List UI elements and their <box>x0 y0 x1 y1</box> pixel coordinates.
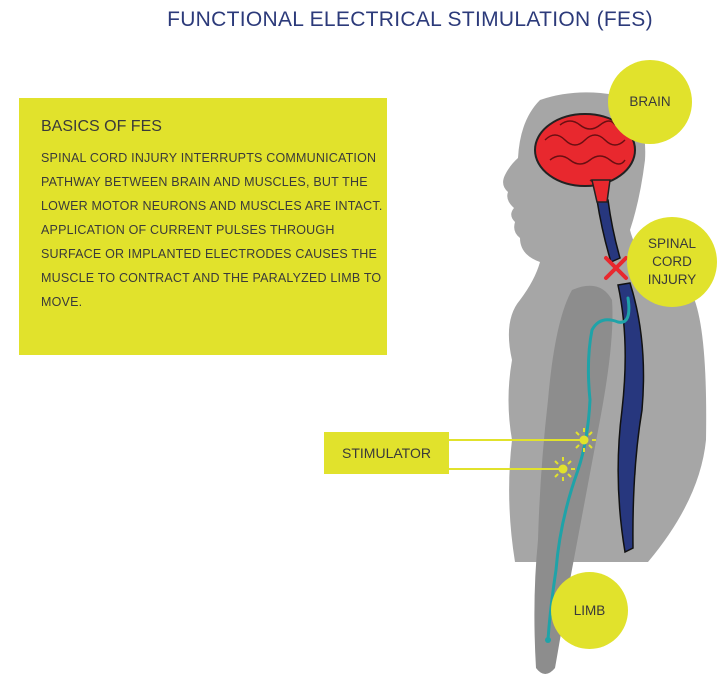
info-heading: BASICS OF FES <box>41 118 162 135</box>
spinal-cord-injury-label: SPINAL CORD INJURY <box>627 217 717 307</box>
nerve-end <box>545 637 551 643</box>
injury-label-text: SPINAL CORD INJURY <box>647 236 697 287</box>
basics-info-box: BASICS OF FES SPINAL CORD INJURY INTERRU… <box>19 98 387 355</box>
limb-label: LIMB <box>551 572 628 649</box>
stimulator-label: STIMULATOR <box>324 432 449 474</box>
spinal-cord-lower <box>617 282 645 554</box>
nerve-line <box>546 296 631 642</box>
electrode-spark-icon <box>572 428 596 452</box>
brain-icon <box>534 113 636 187</box>
electrode-spark-icon <box>551 457 575 481</box>
brain-label: BRAIN <box>608 60 692 144</box>
stimulator-leads <box>449 439 584 470</box>
injury-x-icon <box>604 256 628 280</box>
brain-folds <box>544 120 626 184</box>
brain-stem <box>591 179 611 203</box>
spinal-cord-upper <box>596 199 621 264</box>
info-body: SPINAL CORD INJURY INTERRUPTS COMMUNICAT… <box>41 151 383 309</box>
page-title: FUNCTIONAL ELECTRICAL STIMULATION (FES) <box>167 8 653 31</box>
